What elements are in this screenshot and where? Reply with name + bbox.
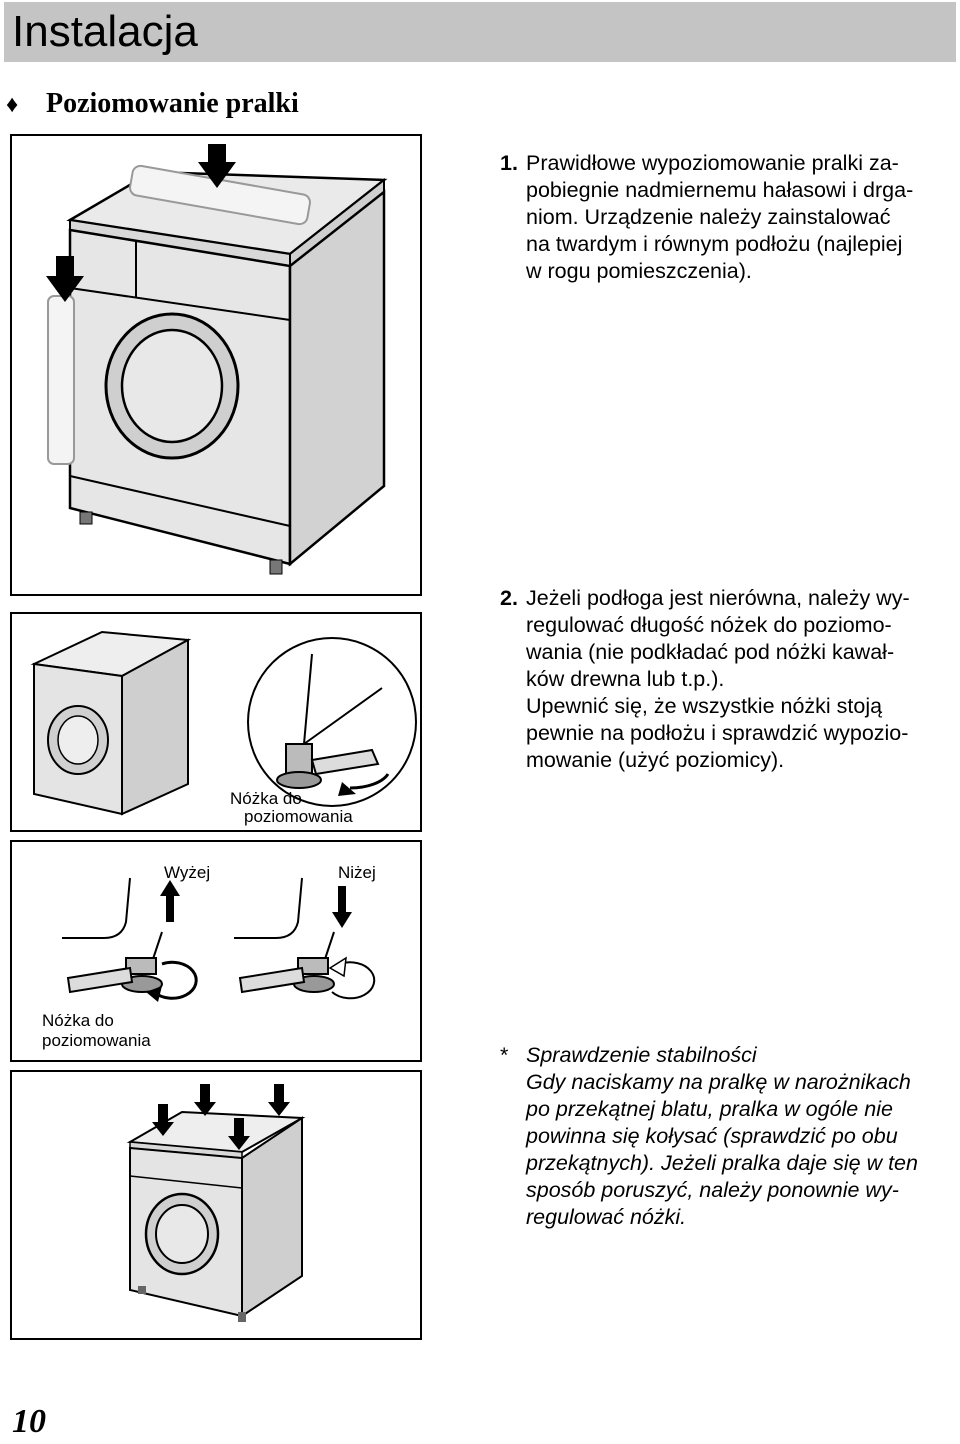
step-1: 1. Prawidłowe wypoziomowanie pralki za- … xyxy=(500,150,952,285)
note-line: powinna się kołysać (sprawdzić po obu xyxy=(526,1124,898,1148)
step-line: Prawidłowe wypoziomowanie pralki za- xyxy=(526,151,899,175)
note-line: Gdy naciskamy na pralkę w narożnikach xyxy=(526,1070,911,1094)
note-line: sposób poruszyć, należy ponownie wy- xyxy=(526,1178,899,1202)
step-line: mowanie (użyć poziomicy). xyxy=(526,748,785,772)
foot-label-line2: poziomowania xyxy=(244,807,353,826)
section-title: Poziomowanie pralki xyxy=(46,88,299,119)
note-marker: * xyxy=(500,1043,509,1067)
stability-note: * Sprawdzenie stabilności Gdy naciskamy … xyxy=(500,1042,952,1231)
figure-adjust-height: Wyżej Niżej Nóżka do poziomowania xyxy=(10,840,422,1062)
step-line: Jeżeli podłoga jest nierówna, należy wy- xyxy=(526,586,910,610)
note-line: przekątnych). Jeżeli pralka daje się w t… xyxy=(526,1151,918,1175)
down-arrow-icon xyxy=(194,1084,216,1116)
figure-stability-check xyxy=(10,1070,422,1340)
step-line: na twardym i równym podłożu (najlepiej xyxy=(526,232,903,256)
figure-leveling-foot: Nóżka do poziomowania xyxy=(10,612,422,832)
step-line: Upewnić się, że wszystkie nóżki stoją xyxy=(526,694,883,718)
up-arrow-icon xyxy=(160,880,180,922)
section-heading: ♦ Poziomowanie pralki xyxy=(6,84,299,124)
step-2: 2. Jeżeli podłoga jest nierówna, należy … xyxy=(500,585,952,774)
diamond-bullet-icon: ♦ xyxy=(6,92,19,118)
step-line: regulować długość nóżek do poziomo- xyxy=(526,613,892,637)
down-arrow-icon xyxy=(268,1084,290,1116)
step-number: 2. xyxy=(500,586,518,610)
step-line: pobiegnie nadmiernemu hałasowi i drga- xyxy=(526,178,914,202)
page-number: 10 xyxy=(12,1403,46,1440)
label-higher: Wyżej xyxy=(164,863,210,882)
foot-label-line2: poziomowania xyxy=(42,1031,151,1050)
figure-washer-level xyxy=(10,134,422,596)
foot-label-line1: Nóżka do xyxy=(42,1011,114,1030)
step-line: ków drewna lub t.p.). xyxy=(526,667,725,691)
step-line: pewnie na podłożu i sprawdzić wypozio- xyxy=(526,721,909,745)
foot-label-line1: Nóżka do xyxy=(230,789,302,808)
note-line: regulować nóżki. xyxy=(526,1205,687,1229)
header-bar: Instalacja xyxy=(4,2,956,62)
step-line: niom. Urządzenie należy zainstalować xyxy=(526,205,891,229)
step-line: w rogu pomieszczenia). xyxy=(526,259,752,283)
note-line: po przekątnej blatu, pralka w ogóle nie xyxy=(526,1097,893,1121)
note-line: Sprawdzenie stabilności xyxy=(526,1043,757,1067)
down-arrow-icon xyxy=(332,886,352,928)
step-number: 1. xyxy=(500,151,518,175)
down-arrow-icon xyxy=(228,1118,250,1150)
down-arrow-icon xyxy=(152,1104,174,1136)
step-line: wania (nie podkładać pod nóżki kawał- xyxy=(526,640,895,664)
down-arrow-icon xyxy=(198,144,236,188)
page-title: Instalacja xyxy=(12,7,198,56)
label-lower: Niżej xyxy=(338,863,376,882)
down-arrow-icon xyxy=(46,256,84,302)
